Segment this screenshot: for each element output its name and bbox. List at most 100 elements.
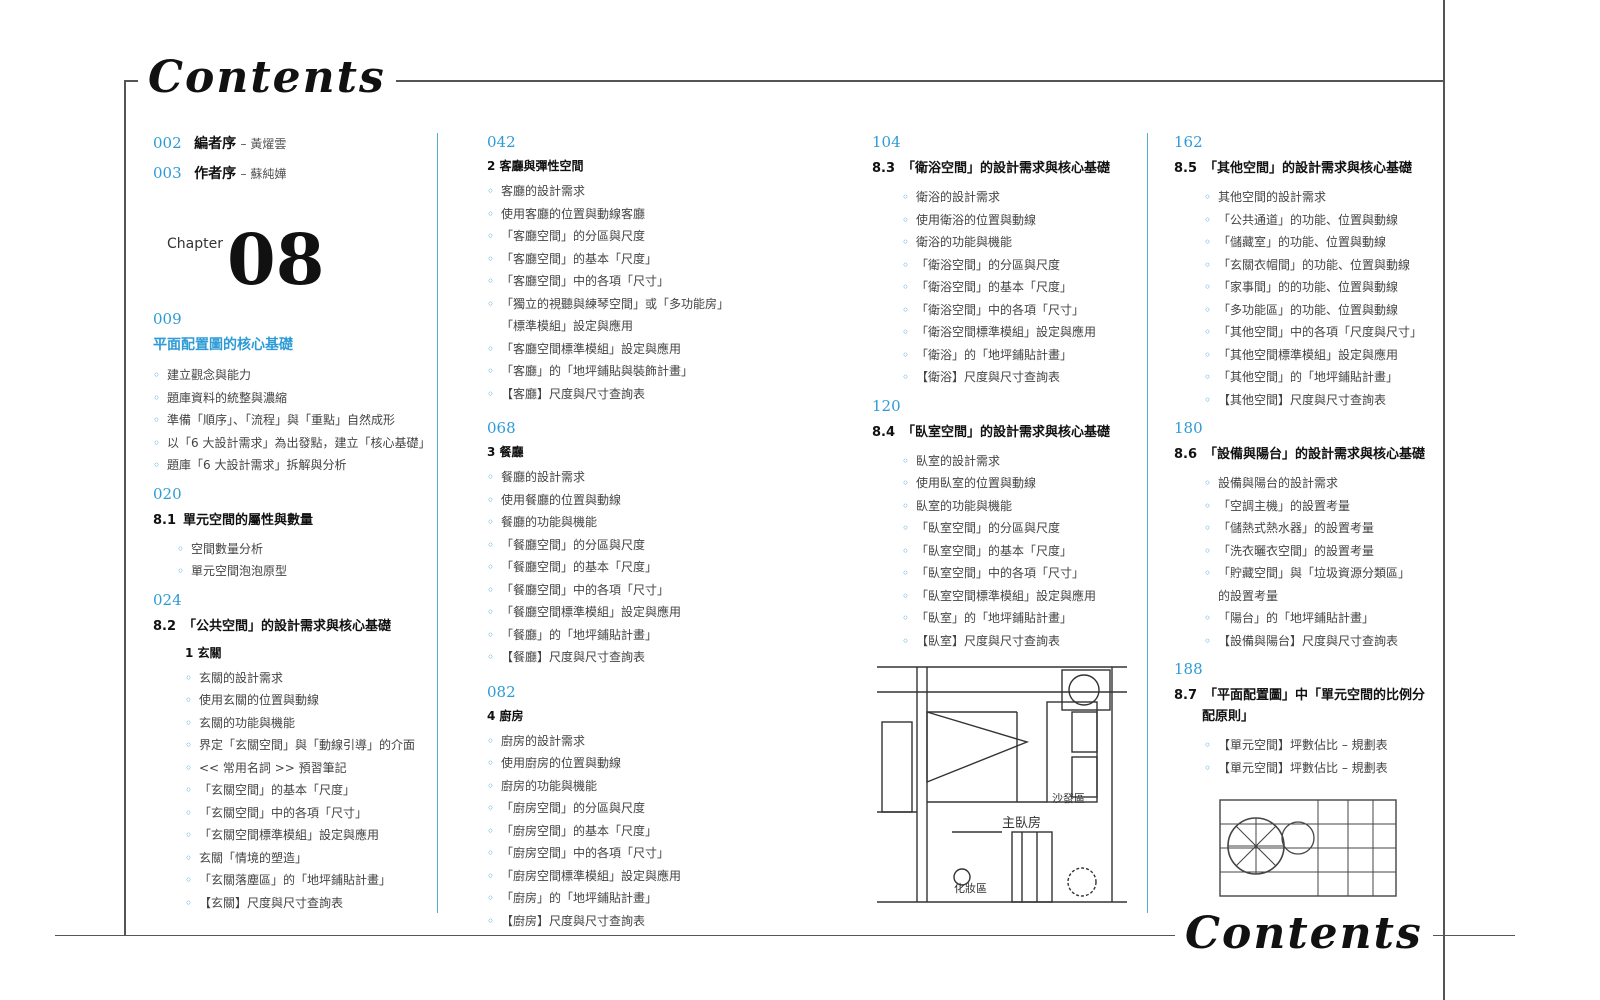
list-item[interactable]: 【餐廳】尺度與尺寸查詢表: [487, 646, 847, 669]
list-item[interactable]: 「玄關空間」的基本「尺度」: [185, 779, 433, 802]
list-item[interactable]: 【單元空間】坪數佔比 – 規劃表: [1204, 734, 1439, 757]
list-item[interactable]: 【臥室】尺度與尺寸查詢表: [902, 630, 1142, 653]
list-item[interactable]: 使用衛浴的位置與動線: [902, 209, 1142, 232]
list-item[interactable]: 其他空間的設計需求: [1204, 186, 1439, 209]
list-item[interactable]: 衛浴的功能與機能: [902, 231, 1142, 254]
list-item[interactable]: 玄關的設計需求: [185, 667, 433, 690]
list-item[interactable]: 【客廳】尺度與尺寸查詢表: [487, 383, 847, 406]
list-item[interactable]: 「客廳空間」中的各項「尺寸」: [487, 270, 847, 293]
list-item[interactable]: 以「6 大設計需求」為出發點，建立「核心基礎」: [153, 432, 433, 455]
list-item[interactable]: 【廚房】尺度與尺寸查詢表: [487, 910, 847, 933]
subsection-heading[interactable]: 3 餐廳: [487, 445, 524, 459]
list-item[interactable]: 「廚房空間」的基本「尺度」: [487, 820, 847, 843]
list-item[interactable]: 「客廳空間」的基本「尺度」: [487, 248, 847, 271]
list-item[interactable]: 使用廚房的位置與動線: [487, 752, 847, 775]
list-item[interactable]: 「玄關空間」中的各項「尺寸」: [185, 802, 433, 825]
section-heading[interactable]: 8.6「設備與陽台」的設計需求與核心基礎: [1174, 443, 1439, 462]
list-item[interactable]: 「餐廳」的「地坪鋪貼計畫」: [487, 624, 847, 647]
list-item[interactable]: 【設備與陽台】尺度與尺寸查詢表: [1204, 630, 1439, 653]
list-item[interactable]: 「玄關衣帽間」的功能、位置與動線: [1204, 254, 1439, 277]
list-item[interactable]: 餐廳的功能與機能: [487, 511, 847, 534]
list-item[interactable]: 「貯藏空間」與「垃圾資源分類區」: [1204, 562, 1439, 585]
list-item[interactable]: 「衛浴空間標準模組」設定與應用: [902, 321, 1142, 344]
list-item[interactable]: 題庫資料的統整與濃縮: [153, 387, 433, 410]
list-item[interactable]: 臥室的設計需求: [902, 450, 1142, 473]
list-item[interactable]: 題庫「6 大設計需求」拆解與分析: [153, 454, 433, 477]
list-item[interactable]: 衛浴的設計需求: [902, 186, 1142, 209]
list-item[interactable]: 餐廳的設計需求: [487, 466, 847, 489]
list-item[interactable]: 【玄關】尺度與尺寸查詢表: [185, 892, 433, 915]
list-item[interactable]: 「餐廳空間標準模組」設定與應用: [487, 601, 847, 624]
preface-author-note[interactable]: 003 作者序 – 蘇純嬅: [153, 163, 433, 183]
section-heading[interactable]: 8.2「公共空間」的設計需求與核心基礎: [153, 615, 433, 634]
list-item[interactable]: 「客廳空間」的分區與尺度: [487, 225, 847, 248]
list-item[interactable]: 「其他空間」的「地坪鋪貼計畫」: [1204, 366, 1439, 389]
list-item[interactable]: 「空調主機」的設置考量: [1204, 495, 1439, 518]
list-item[interactable]: 建立觀念與能力: [153, 364, 433, 387]
bedroom-sketch-drawing: [877, 666, 1127, 903]
section-heading[interactable]: 8.5「其他空間」的設計需求與核心基礎: [1174, 157, 1439, 176]
list-item[interactable]: 「多功能區」的功能、位置與動線: [1204, 299, 1439, 322]
list-item[interactable]: 使用餐廳的位置與動線: [487, 489, 847, 512]
list-item[interactable]: 「客廳空間標準模組」設定與應用: [487, 338, 847, 361]
list-item[interactable]: 準備「順序」、「流程」與「重點」自然成形: [153, 409, 433, 432]
list-item[interactable]: 「廚房空間」中的各項「尺寸」: [487, 842, 847, 865]
list-item[interactable]: 「陽台」的「地坪鋪貼計畫」: [1204, 607, 1439, 630]
list-item[interactable]: 「公共通道」的功能、位置與動線: [1204, 209, 1439, 232]
list-item[interactable]: 界定「玄關空間」與「動線引導」的介面: [185, 734, 433, 757]
column-3: 104 8.3「衛浴空間」的設計需求與核心基礎 衛浴的設計需求 使用衛浴的位置與…: [872, 133, 1142, 666]
list-item[interactable]: 「廚房」的「地坪鋪貼計畫」: [487, 887, 847, 910]
subsection-heading[interactable]: 4 廚房: [487, 708, 524, 723]
list-item[interactable]: 客廳的設計需求: [487, 180, 847, 203]
list-item[interactable]: 「臥室空間」中的各項「尺寸」: [902, 562, 1142, 585]
list-item[interactable]: 「其他空間標準模組」設定與應用: [1204, 344, 1439, 367]
list-item[interactable]: 使用玄關的位置與動線: [185, 689, 433, 712]
list-item[interactable]: 臥室的功能與機能: [902, 495, 1142, 518]
list-item[interactable]: 「標準模組」設定與應用: [501, 319, 634, 333]
list-item[interactable]: 【單元空間】坪數佔比 – 規劃表: [1204, 757, 1439, 780]
intro-title[interactable]: 平面配置圖的核心基礎: [153, 337, 293, 353]
list-item[interactable]: 「玄關落塵區」的「地坪鋪貼計畫」: [185, 869, 433, 892]
section-heading[interactable]: 8.4「臥室空間」的設計需求與核心基礎: [872, 421, 1142, 440]
list-item[interactable]: 廚房的功能與機能: [487, 775, 847, 798]
list-item[interactable]: 「玄關空間標準模組」設定與應用: [185, 824, 433, 847]
list-item[interactable]: 「餐廳空間」的基本「尺度」: [487, 556, 847, 579]
list-item[interactable]: 「臥室空間標準模組」設定與應用: [902, 585, 1142, 608]
list-item[interactable]: 【衛浴】尺度與尺寸查詢表: [902, 366, 1142, 389]
list-item[interactable]: << 常用名詞 >> 預習筆記: [185, 757, 433, 780]
list-item[interactable]: 【其他空間】尺度與尺寸查詢表: [1204, 389, 1439, 412]
list-item[interactable]: 廚房的設計需求: [487, 730, 847, 753]
list-item[interactable]: 「臥室空間」的基本「尺度」: [902, 540, 1142, 563]
list-item[interactable]: 使用客廳的位置與動線客廳: [487, 203, 847, 226]
list-item[interactable]: 「洗衣曬衣空間」的設置考量: [1204, 540, 1439, 563]
list-item[interactable]: 「餐廳空間」中的各項「尺寸」: [487, 579, 847, 602]
list-item[interactable]: 單元空間泡泡原型: [177, 560, 433, 583]
list-item[interactable]: 「客廳」的「地坪鋪貼與裝飾計畫」: [487, 360, 847, 383]
list-item[interactable]: 「廚房空間」的分區與尺度: [487, 797, 847, 820]
subsection-heading[interactable]: 2 客廳與彈性空間: [487, 159, 584, 173]
list-item[interactable]: 「衛浴空間」的基本「尺度」: [902, 276, 1142, 299]
list-item[interactable]: 「餐廳空間」的分區與尺度: [487, 534, 847, 557]
list-item[interactable]: 空間數量分析: [177, 538, 433, 561]
list-item[interactable]: 玄關的功能與機能: [185, 712, 433, 735]
list-item[interactable]: 使用臥室的位置與動線: [902, 472, 1142, 495]
list-item[interactable]: 「家事間」的的功能、位置與動線: [1204, 276, 1439, 299]
list-item[interactable]: 「其他空間」中的各項「尺度與尺寸」: [1204, 321, 1439, 344]
section-heading[interactable]: 8.3「衛浴空間」的設計需求與核心基礎: [872, 157, 1142, 176]
list-item[interactable]: 「衛浴」的「地坪鋪貼計畫」: [902, 344, 1142, 367]
list-item[interactable]: 設備與陽台的設計需求: [1204, 472, 1439, 495]
list-item[interactable]: 「儲藏室」的功能、位置與動線: [1204, 231, 1439, 254]
list-item[interactable]: 玄關「情境的塑造」: [185, 847, 433, 870]
list-item[interactable]: 「儲熱式熱水器」的設置考量: [1204, 517, 1439, 540]
preface-editor[interactable]: 002 編者序 – 黃燿雲: [153, 133, 433, 153]
list-item[interactable]: 「臥室」的「地坪鋪貼計畫」: [902, 607, 1142, 630]
subsection-heading[interactable]: 1 玄關: [185, 645, 222, 660]
list-item[interactable]: 「獨立的視聽與練琴空間」或「多功能房」: [487, 293, 847, 316]
list-item[interactable]: 「臥室空間」的分區與尺度: [902, 517, 1142, 540]
list-item[interactable]: 「衛浴空間」中的各項「尺寸」: [902, 299, 1142, 322]
list-item[interactable]: 「衛浴空間」的分區與尺度: [902, 254, 1142, 277]
list-item[interactable]: 的設置考量: [1218, 588, 1279, 603]
list-item[interactable]: 「廚房空間標準模組」設定與應用: [487, 865, 847, 888]
section-heading[interactable]: 8.7「平面配置圖」中「單元空間的比例分: [1174, 684, 1439, 703]
